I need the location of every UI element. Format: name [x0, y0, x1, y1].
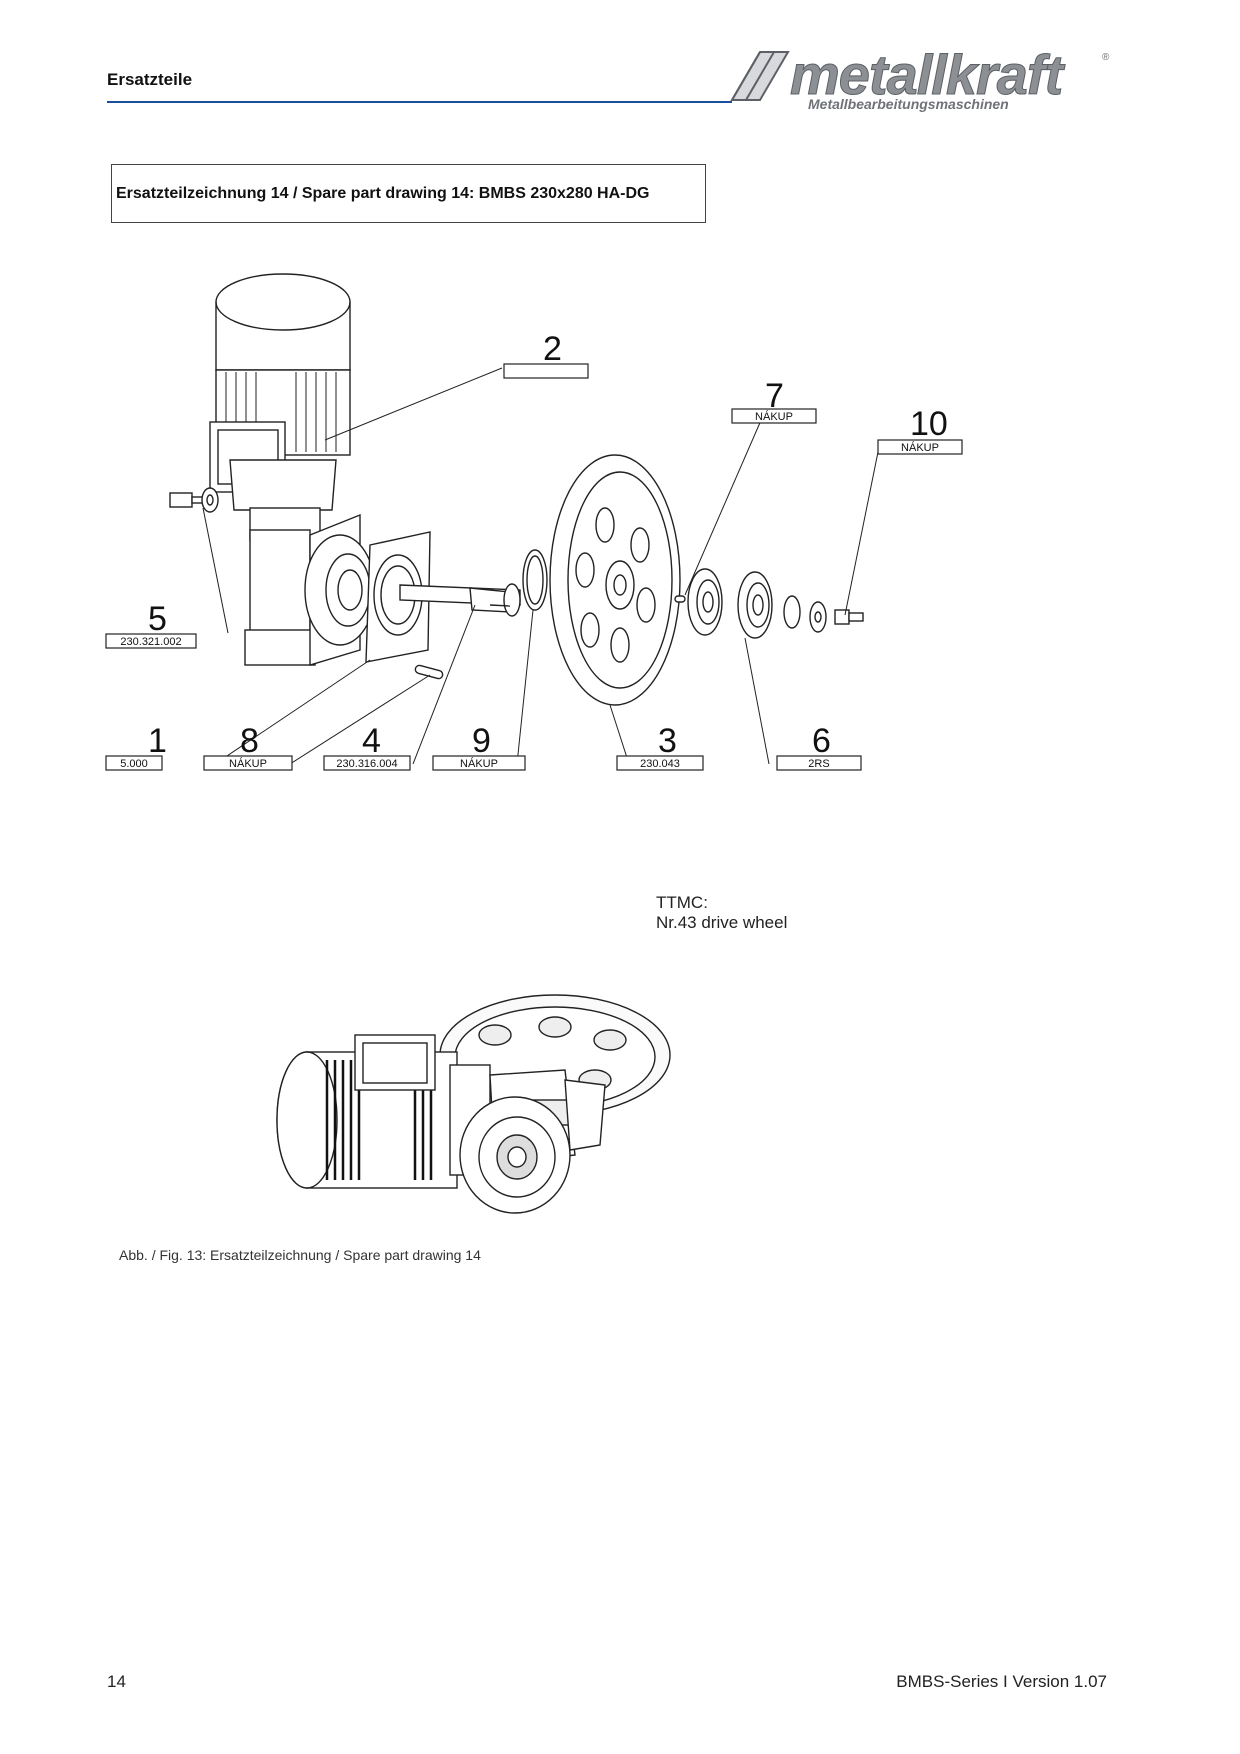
- callout-tag-5: 230.321.002: [120, 636, 181, 648]
- callout-number-2: 2: [543, 330, 562, 368]
- callout-tag-8: NÁKUP: [229, 757, 267, 770]
- page-number: 14: [107, 1672, 126, 1691]
- callout-tag-box-4: [323, 755, 411, 771]
- callout-tag-10: NÁKUP: [901, 441, 939, 454]
- callout-tag-box-8: [203, 755, 293, 771]
- callout-tag-1: 5.000: [120, 758, 148, 770]
- header-divider: [107, 101, 732, 103]
- callout-number-5: 5: [148, 600, 167, 638]
- callout-tag-box-7: [731, 408, 817, 424]
- logo-registered-mark: ®: [1102, 52, 1110, 63]
- logo-mark-icon: [730, 51, 790, 101]
- callout-number-4: 4: [362, 722, 381, 760]
- callout-number-8: 8: [240, 722, 259, 760]
- exploded-parts-drawing: 2 7 10 5 1 8 4 9 3 6 NÁKUP NÁKUP 230.321…: [105, 273, 963, 771]
- callout-tag-6: 2RS: [808, 758, 829, 770]
- callout-number-7: 7: [765, 377, 784, 415]
- callout-number-3: 3: [658, 722, 677, 760]
- logo-subtitle: Metallbearbeitungsmaschinen: [808, 96, 1009, 112]
- shaft-illustration: [399, 583, 521, 617]
- callout-tag-box-5: [105, 633, 197, 649]
- motor-illustration: [209, 273, 351, 541]
- version-label: BMBS-Series I Version 1.07: [896, 1672, 1107, 1691]
- callout-tag-9: NÁKUP: [460, 757, 498, 770]
- callout-tag-7: NÁKUP: [755, 410, 793, 423]
- callout-tag-box-9: [432, 755, 526, 771]
- drawing-title-box: Ersatzteilzeichnung 14 / Spare part draw…: [111, 164, 706, 223]
- callout-tag-box-3: [616, 755, 704, 771]
- figure-caption: Abb. / Fig. 13: Ersatzteilzeichnung / Sp…: [119, 1247, 481, 1263]
- logo-wordmark: metallkraft: [789, 43, 1063, 106]
- callout-tag-3: 230.043: [640, 758, 680, 770]
- callout-number-10: 10: [910, 405, 948, 443]
- ttmc-note-line-2: Nr.43 drive wheel: [656, 913, 788, 932]
- drawing-title: Ersatzteilzeichnung 14 / Spare part draw…: [116, 185, 650, 202]
- callout-tag-box-2: [503, 363, 589, 379]
- gearbox-illustration: [244, 513, 376, 666]
- drive-wheel-illustration: [549, 454, 681, 706]
- bearings-illustration: [687, 568, 773, 639]
- metallkraft-logo: metallkraft ® Metallbearbeitungsmaschine…: [730, 43, 1115, 122]
- section-title: Ersatzteile: [107, 70, 193, 89]
- callout-tag-box-10: [877, 439, 963, 455]
- callout-tag-box-1: [105, 755, 163, 771]
- assembled-drive-illustration: [276, 994, 671, 1214]
- ttmc-note: TTMC: Nr.43 drive wheel: [656, 893, 787, 933]
- callout-number-1: 1: [148, 722, 167, 760]
- callout-number-6: 6: [812, 722, 831, 760]
- callout-tag-box-6: [776, 755, 862, 771]
- callout-number-9: 9: [472, 722, 491, 760]
- callout-tag-4: 230.316.004: [336, 758, 397, 770]
- ttmc-note-line-1: TTMC:: [656, 893, 708, 912]
